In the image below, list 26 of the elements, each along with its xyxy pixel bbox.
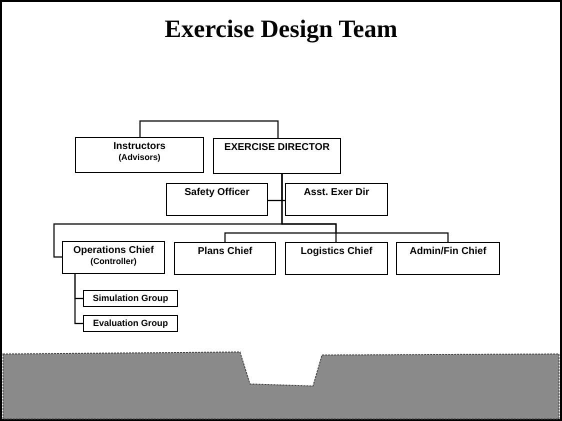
slide-title: Exercise Design Team bbox=[164, 16, 398, 44]
org-box bbox=[62, 241, 165, 274]
org-box bbox=[83, 315, 178, 332]
role-title: Asst. Exer Dir bbox=[302, 187, 370, 198]
role-title: EXERCISE DIRECTOR bbox=[223, 142, 331, 153]
org-box bbox=[213, 138, 341, 174]
org-box bbox=[166, 183, 268, 216]
connector-line bbox=[281, 174, 449, 242]
role-title: Operations Chief bbox=[72, 245, 155, 256]
org-box bbox=[174, 242, 276, 275]
role-title: Plans Chief bbox=[196, 246, 254, 257]
role-title: Simulation Group bbox=[92, 293, 170, 303]
role-title: Evaluation Group bbox=[92, 318, 169, 328]
org-box bbox=[75, 137, 204, 173]
org-box bbox=[396, 242, 500, 275]
org-box bbox=[83, 290, 178, 307]
role-subtitle: (Controller) bbox=[89, 256, 138, 266]
role-title: Instructors bbox=[112, 141, 167, 152]
org-box bbox=[285, 242, 388, 275]
role-subtitle: (Advisors) bbox=[117, 152, 162, 162]
org-box bbox=[285, 183, 388, 216]
connector-line bbox=[139, 120, 279, 138]
role-title: Safety Officer bbox=[183, 187, 251, 198]
connector-line bbox=[74, 274, 83, 324]
role-title: Logistics Chief bbox=[300, 246, 374, 257]
role-title: Admin/Fin Chief bbox=[408, 246, 488, 257]
